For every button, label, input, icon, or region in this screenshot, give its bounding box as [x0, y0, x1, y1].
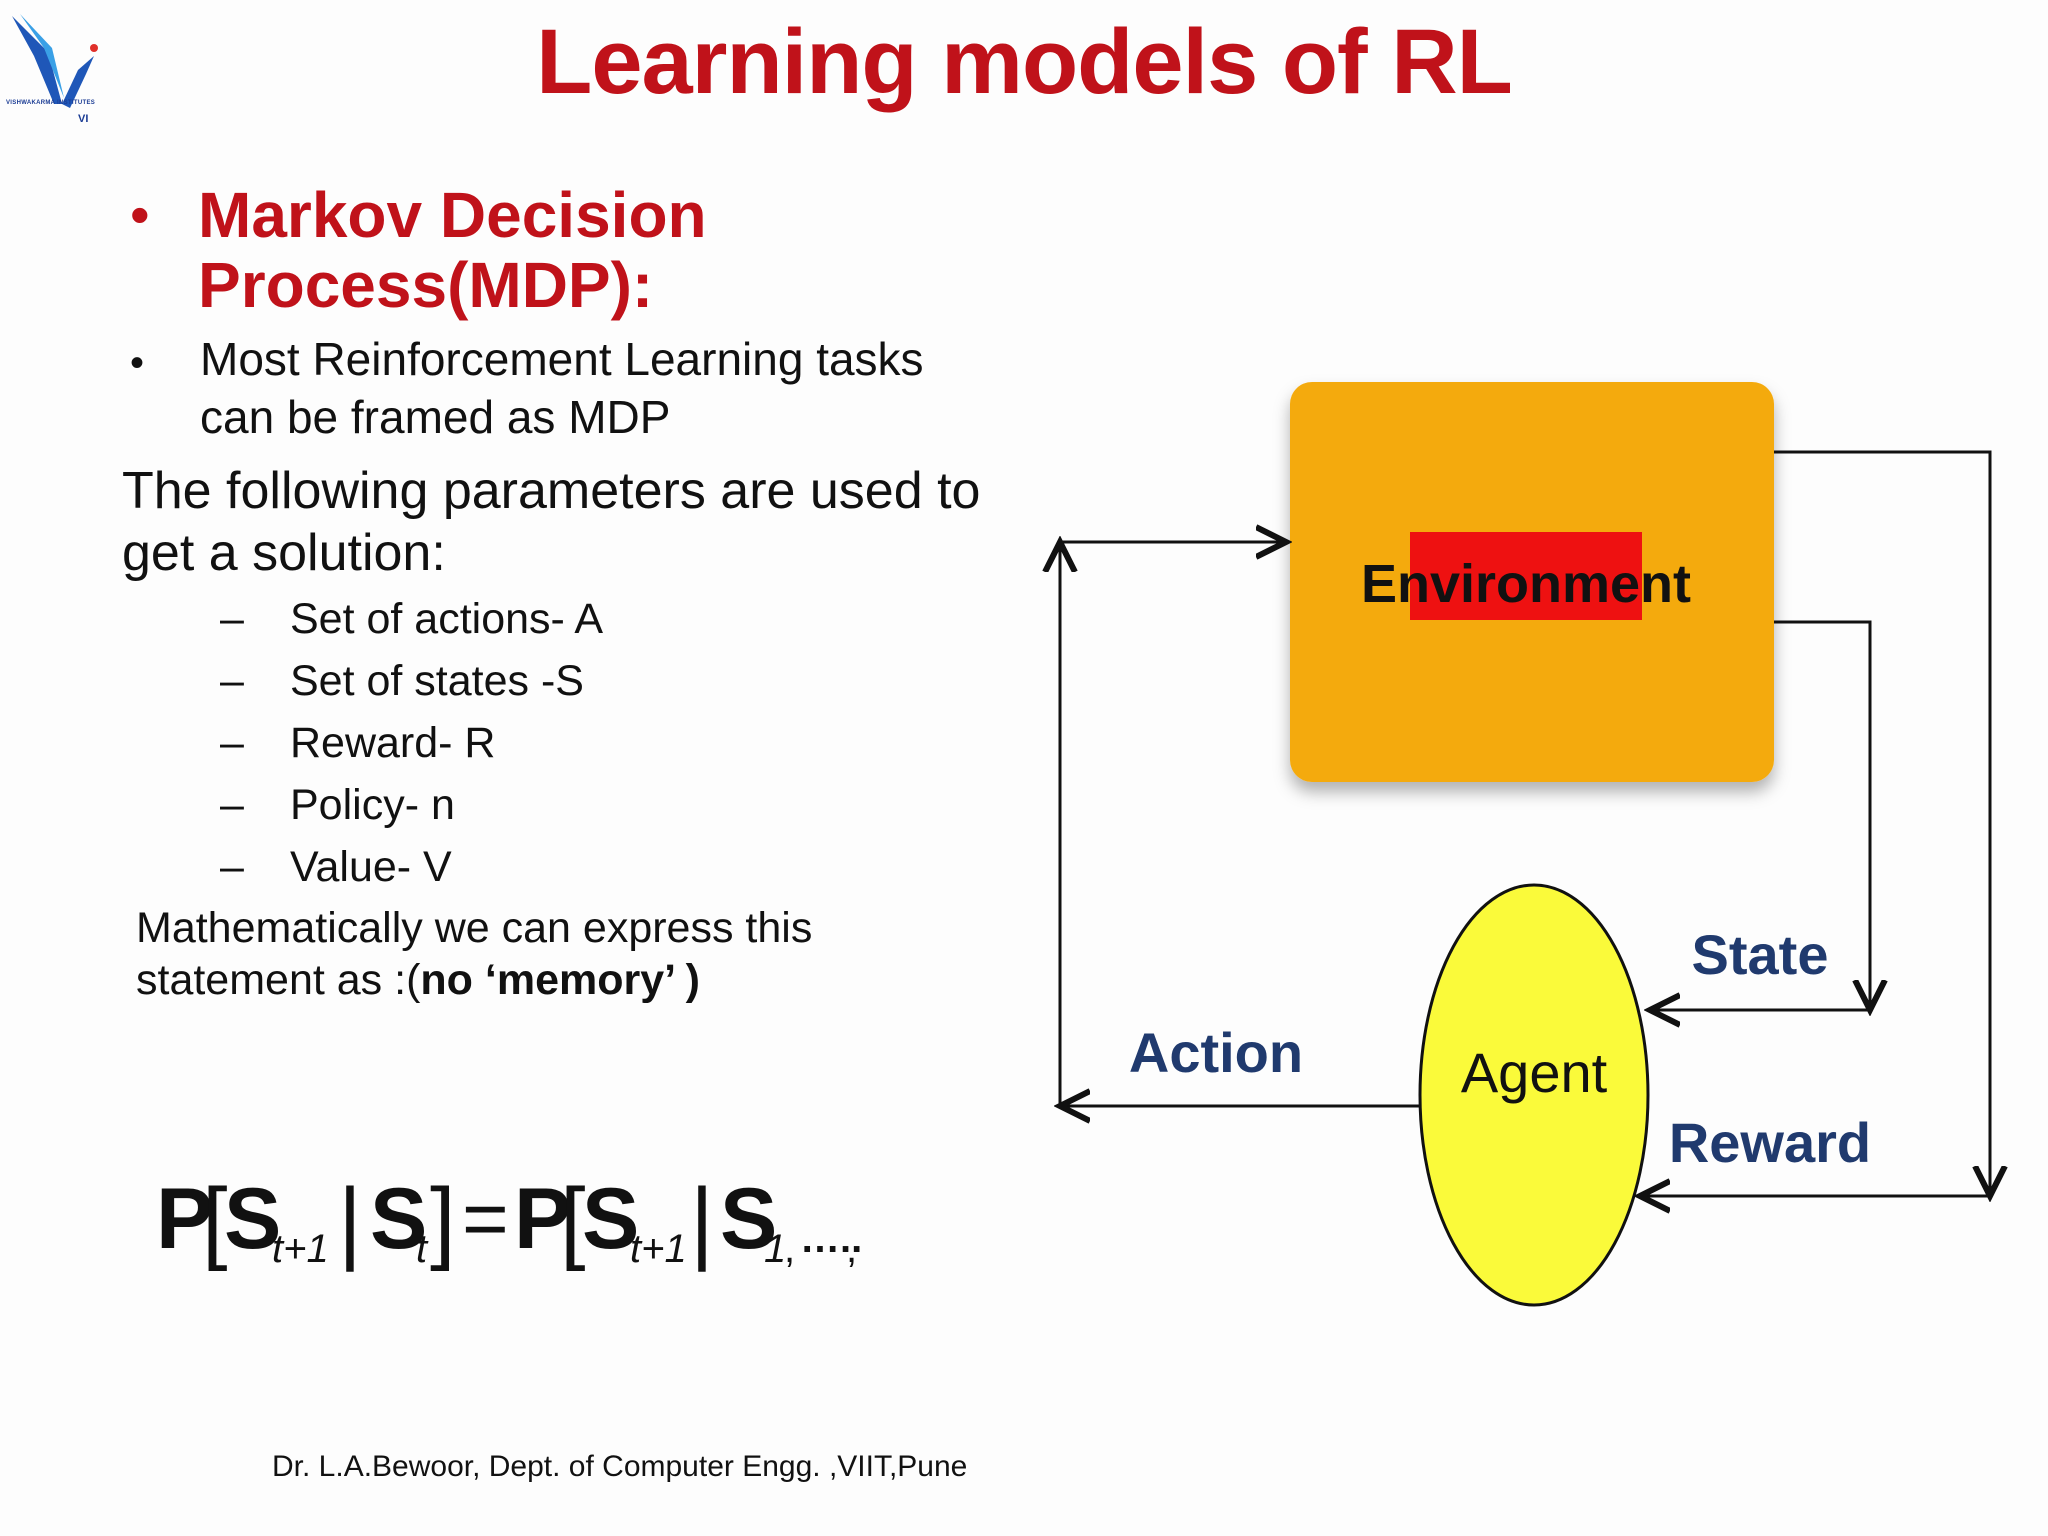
formula-p: P [514, 1171, 571, 1267]
state-arrow [1774, 620, 1870, 1010]
math-bold: no ‘memory’ ) [420, 956, 700, 1004]
vishwakarma-logo [8, 12, 104, 130]
formula-subscript: t+1 [630, 1227, 687, 1271]
dash-icon: – [220, 843, 244, 891]
bullet-icon: • [130, 183, 150, 246]
formula-p: P [156, 1171, 213, 1267]
state-label: State [1692, 923, 1829, 986]
parameter-text: Value- V [290, 843, 452, 891]
markov-formula: P [ S t+1 | S t ] = P [ S t+1 | S 1 , ….… [150, 1160, 890, 1280]
slide-title: Learning models of RL [536, 11, 1513, 113]
formula-subscript: 1 [764, 1227, 786, 1271]
math-prefix: Mathematically we can express this state… [136, 904, 813, 1004]
environment-label: Environment [1361, 554, 1691, 614]
logo-text: VISHWAKARMA INSTITUTES [6, 100, 96, 106]
formula-s: S [370, 1171, 427, 1267]
formula-dots: ….. [800, 1217, 862, 1261]
dash-icon: – [220, 781, 244, 829]
formula-subscript: t [416, 1227, 429, 1271]
dash-icon: – [220, 719, 244, 767]
parameter-text: Policy- n [290, 781, 455, 829]
formula-bar: | [338, 1170, 362, 1272]
reward-label: Reward [1669, 1111, 1871, 1174]
parameter-text: Set of states -S [290, 657, 584, 705]
rl-loop-diagram: Environment Agent Action State Reward [1030, 370, 2030, 1330]
formula-bracket: ] [430, 1170, 456, 1272]
mdp-point: Most Reinforcement Learning tasks can be… [200, 333, 924, 443]
formula-s: S [582, 1171, 639, 1267]
bullet-icon: • [130, 341, 145, 385]
dash-icon: – [220, 595, 244, 643]
parameter-text: Reward- R [290, 719, 496, 767]
math-statement: Mathematically we can express this state… [136, 902, 936, 1006]
mdp-heading: Markov Decision Process(MDP): [198, 179, 707, 321]
parameter-text: Set of actions- A [290, 595, 604, 643]
formula-bar: | [690, 1170, 714, 1272]
footer-credit: Dr. L.A.Bewoor, Dept. of Computer Engg. … [272, 1450, 968, 1483]
logo-mark: VI [78, 113, 89, 125]
formula-s: S [224, 1171, 281, 1267]
params-intro: The following parameters are used to get… [122, 462, 981, 582]
formula-bracket: [ [202, 1170, 228, 1272]
environment-label-bg [1410, 532, 1642, 620]
formula-bracket: [ [560, 1170, 586, 1272]
action-label: Action [1129, 1021, 1303, 1084]
formula-subscript: t+1 [272, 1227, 329, 1271]
formula-comma: , [784, 1227, 795, 1271]
formula-equals: = [462, 1174, 509, 1263]
agent-ellipse [1418, 883, 1650, 1307]
formula-s: S [720, 1171, 777, 1267]
reward-arrow [1774, 450, 1990, 1196]
formula-comma: , [846, 1227, 857, 1271]
dash-icon: – [220, 657, 244, 705]
agent-label: Agent [1461, 1041, 1608, 1104]
logo-mark-icon [12, 14, 98, 108]
